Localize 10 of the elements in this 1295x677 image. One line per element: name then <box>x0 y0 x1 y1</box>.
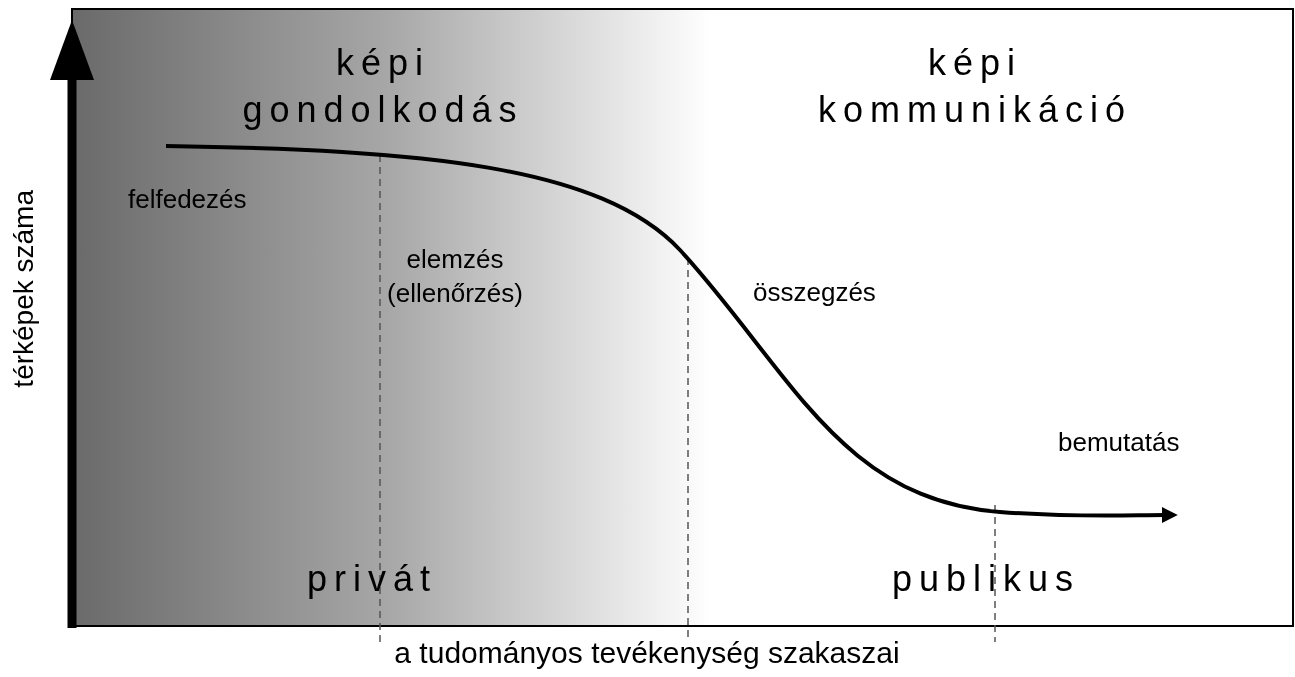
axis-title: térképek száma <box>7 190 40 388</box>
stage-label: elemzés (ellenőrzés) <box>386 243 524 310</box>
zone-label: privát <box>307 557 438 601</box>
zone-label: publikus <box>892 557 1081 601</box>
axis-title: a tudományos tevékenység szakaszai <box>394 635 900 671</box>
zone-heading: képi kommunikáció <box>816 41 1134 132</box>
stage-label: bemutatás <box>1058 426 1180 459</box>
stage-label: összegzés <box>753 276 876 309</box>
stage-label: felfedezés <box>128 183 247 216</box>
zone-heading: képi gondolkodás <box>241 41 525 132</box>
